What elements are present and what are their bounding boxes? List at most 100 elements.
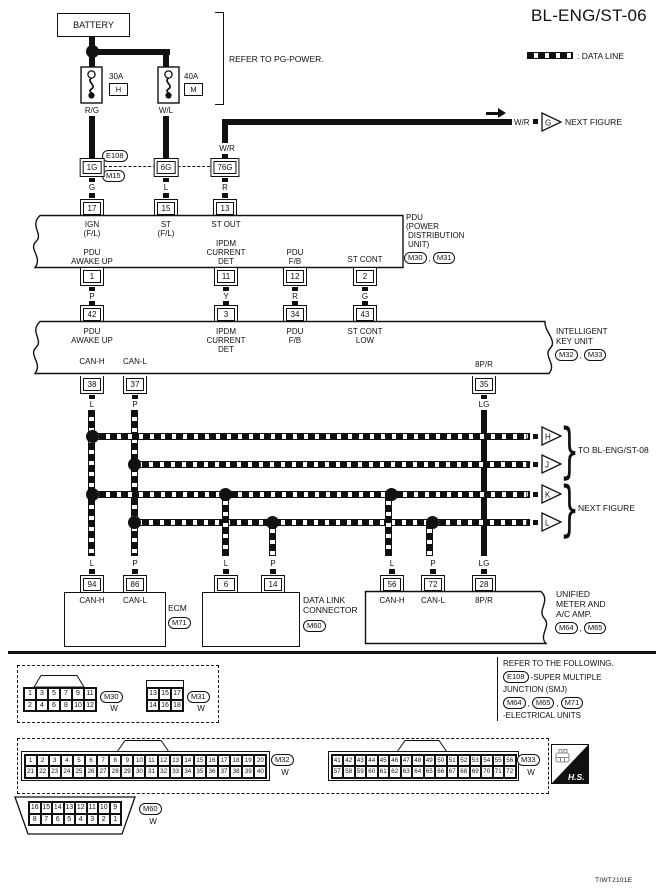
wire-stub [89, 569, 95, 574]
connector-ref: M64 [555, 622, 578, 634]
pin-function-label: CURRENT [206, 248, 246, 257]
wire-stub [533, 119, 538, 124]
pin-cell: 39 [242, 766, 255, 778]
can-h-data-line [88, 410, 95, 556]
pin-cell: 48 [412, 754, 424, 766]
pin-cell: 15 [193, 754, 206, 766]
wire-stub [223, 569, 229, 574]
pin-function-label: ST [160, 220, 172, 229]
pin-box: 42 [80, 305, 104, 323]
connector-ref: M60 [303, 620, 326, 632]
pin-cell: 19 [242, 754, 255, 766]
pin-cell: 29 [121, 766, 134, 778]
pin-function-label: (F/L) [157, 229, 175, 238]
wire-stub [533, 434, 538, 439]
pin-cell: 65 [423, 766, 435, 778]
note-divider-line [497, 657, 498, 721]
pin-cell: 11 [84, 688, 96, 700]
pin-cell: 3 [86, 813, 98, 825]
wire-stub [89, 395, 95, 399]
pin-box: 43 [353, 305, 377, 323]
connector-ref: E108 [503, 671, 529, 683]
svg-text:J: J [545, 461, 549, 470]
pin-cell: 5 [63, 813, 75, 825]
dlc-unit-box [202, 592, 300, 647]
brace: } [560, 474, 580, 544]
pin-cell: 15 [159, 688, 171, 700]
wire-to-fuse1 [89, 56, 95, 67]
pin-cell: 14 [147, 699, 159, 711]
wire-color-label: P [132, 559, 138, 568]
connector-color-label: W [197, 704, 205, 713]
pin-cell: 17 [218, 754, 231, 766]
pin-cell: 49 [423, 754, 435, 766]
pin-cell: 9 [121, 754, 134, 766]
pin-cell: 32 [157, 766, 170, 778]
wire-color-label: L [163, 183, 169, 192]
can-drop-line [269, 522, 276, 556]
connector-color-label: W [149, 817, 157, 826]
triangle-connector-icon: K [541, 484, 562, 504]
connector-ref: M31 [432, 252, 456, 264]
pin-function-label: PDU [286, 327, 304, 336]
pin-cell: 68 [458, 766, 470, 778]
bracket [215, 12, 224, 105]
hs-logo-icon: H.S. [551, 744, 589, 784]
can-branch-line [88, 491, 530, 498]
separator: , [556, 698, 559, 708]
pin-box: 2 [353, 268, 377, 286]
pin-cell: 35 [193, 766, 206, 778]
triangle-connector-icon: G [541, 112, 562, 132]
pin-cell: 43 [354, 754, 366, 766]
connector-ref: M31 [187, 691, 210, 703]
can-drop-line [426, 522, 433, 556]
pin-cell: 12 [157, 754, 170, 766]
pin-cell: 41 [331, 754, 343, 766]
connector-ref: M65 [583, 622, 607, 634]
pin-cell: 4 [60, 754, 73, 766]
unit-connector-refs: M30 , M31 [404, 252, 456, 264]
junction-dot [266, 516, 279, 529]
pin-cell: 58 [343, 766, 355, 778]
branch-destination-label: TO BL-ENG/ST-08 [578, 445, 649, 455]
pin-cell: 36 [205, 766, 218, 778]
pin-cell: 12 [84, 699, 96, 711]
wire-color-label: P [430, 559, 436, 568]
wire-color-label: R/G [84, 106, 100, 115]
wire-color-label: R [292, 292, 298, 301]
pin-function-label: CAN-L [420, 596, 446, 605]
unit-name: KEY UNIT [556, 337, 593, 346]
pin-cell: 31 [145, 766, 158, 778]
pin-cell: 50 [435, 754, 447, 766]
junction-dot [128, 458, 141, 471]
fuse-icon [80, 66, 103, 104]
wire-color-label: LG [478, 400, 490, 409]
footer-note-text: JUNCTION (SMJ) [503, 685, 567, 694]
pin-box: 28 [472, 575, 496, 593]
pin-function-label: ST OUT [211, 220, 241, 229]
connector-ref: E108 [102, 150, 128, 162]
pin-box: 56 [380, 575, 404, 593]
can-l-data-line [131, 410, 138, 556]
footer-note-units: M64 , M65 , M71 [503, 697, 584, 709]
wire-stub [132, 569, 138, 574]
key-unit-box [32, 320, 554, 375]
pin-cell: 62 [389, 766, 401, 778]
battery-box: BATTERY [57, 13, 130, 37]
data-line-legend-label: : DATA LINE [577, 51, 624, 61]
wire-stub [533, 520, 538, 525]
pin-cell: 71 [492, 766, 504, 778]
pin-cell: 3 [48, 754, 61, 766]
wire-color-label: Y [223, 292, 229, 301]
pin-cell: 8 [109, 754, 122, 766]
pin-cell: 42 [343, 754, 355, 766]
footer-note-smj: E108 -SUPER MULTIPLE [503, 671, 602, 683]
pin-cell: 3 [36, 688, 48, 700]
pin-cell: 20 [254, 754, 267, 766]
pin-cell: 22 [36, 766, 49, 778]
unit-name: (POWER [406, 222, 439, 231]
pin-cell: 13 [147, 688, 159, 700]
